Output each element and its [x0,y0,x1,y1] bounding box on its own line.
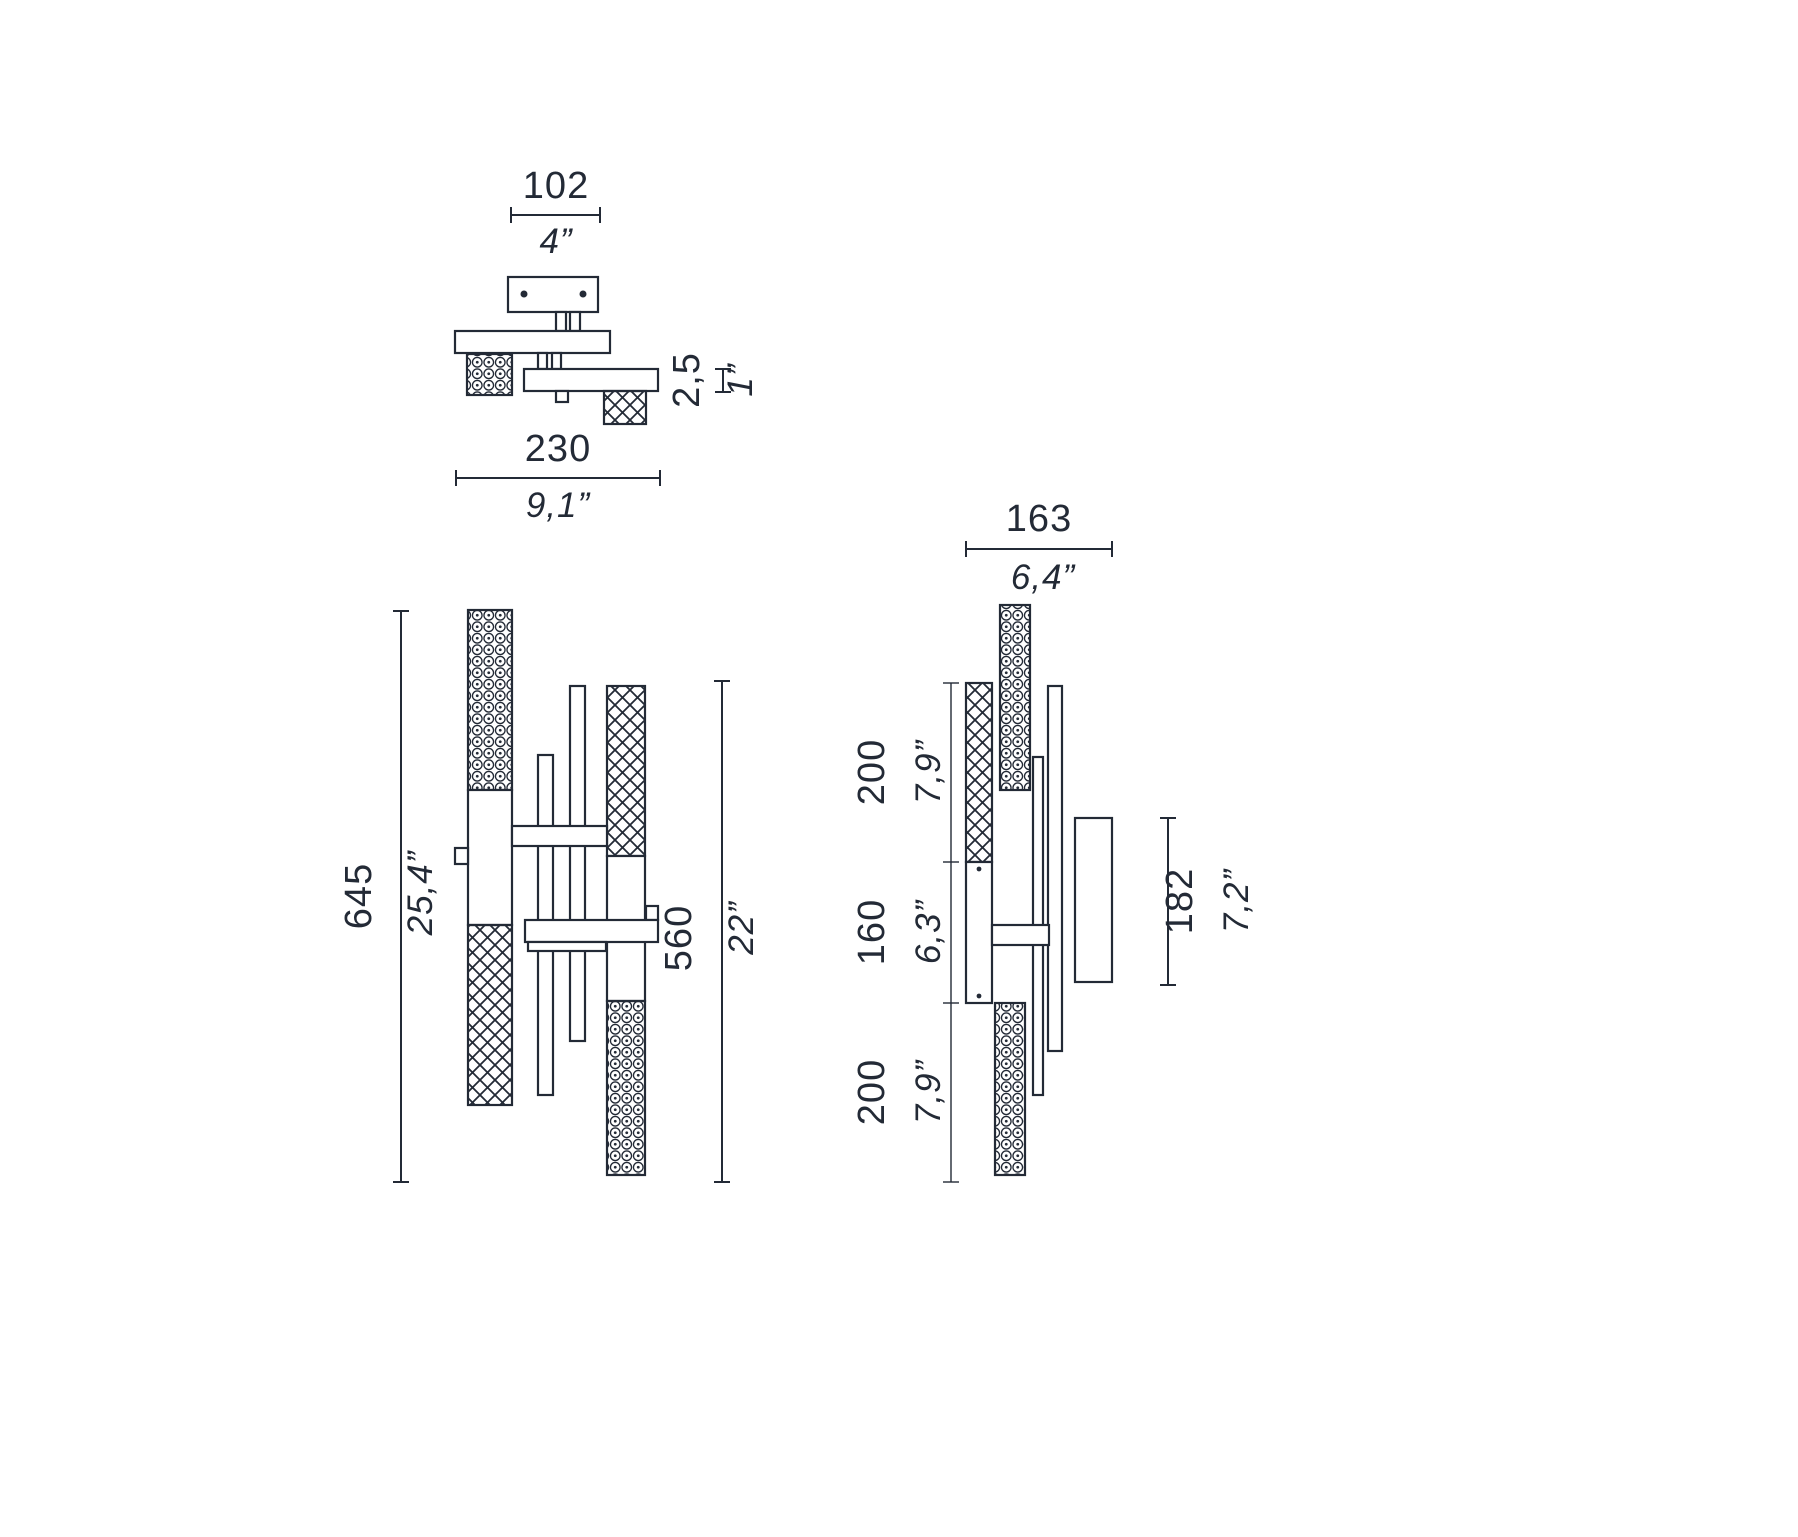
dim-label-22in: 22” [722,901,761,956]
dim-label-1in: 1” [721,363,760,396]
dim-label-102: 102 [523,165,589,207]
top-thickness-dimension: 2,5 1” [666,352,760,408]
stem [554,389,570,404]
side-depth-dimension: 163 6,4” [965,498,1113,597]
dim-label-645: 645 [338,863,380,929]
dim-label-7-9in-bottom: 7,9” [909,1060,948,1125]
left-tube-lattice [466,923,514,1107]
front-body-dimension: 560 22” [658,680,761,1183]
side-backplate [1073,816,1114,984]
top-view: 102 4” 2,5 1” [453,165,760,525]
lattice-element [602,389,648,426]
joint-dot [976,866,982,872]
dim-label-2-5: 2,5 [666,352,708,408]
left-tube-plain [466,788,514,927]
stem [536,351,549,371]
joint-dot [976,993,982,999]
top-width-dimension: 102 4” [510,165,601,261]
stem [568,310,582,333]
dim-label-25-4in: 25,4” [401,850,440,936]
beaded-element [465,352,514,397]
lower-connector-rail [526,940,608,953]
left-tube-beaded [466,608,514,792]
right-tube-beaded [605,999,647,1177]
side-plain-tube [964,860,994,1005]
side-thin-tube [1046,684,1064,1053]
top-total-width-dimension: 230 9,1” [455,428,661,525]
upper-bar [453,329,612,355]
dim-label-7-9in-top: 7,9” [909,740,948,805]
dim-label-4in: 4” [539,222,572,261]
screw-dot [520,290,528,298]
screw-dot [579,290,587,298]
dim-label-182: 182 [1159,868,1201,934]
dim-label-200-bottom: 200 [851,1059,893,1125]
right-stub [644,904,660,922]
lower-bar [522,367,660,393]
stem [550,351,563,371]
dim-label-6-4in: 6,4” [1011,558,1076,597]
lower-connector-bar [523,918,660,944]
upper-connector-bar [510,824,609,848]
dim-label-6-3in: 6,3” [909,900,948,965]
dim-label-160: 160 [851,899,893,965]
center-tube [568,684,587,1043]
dim-label-9-1in: 9,1” [526,486,591,525]
dim-label-7-2in: 7,2” [1217,869,1256,934]
left-stub [453,846,470,866]
side-lattice-tube [964,681,994,864]
stem [554,310,568,333]
dim-label-200-top: 200 [851,739,893,805]
front-height-dimension: 645 25,4” [338,610,440,1183]
front-view: 645 25,4” 560 22” [338,608,761,1183]
side-stacked-dimensions: 200 7,9” 160 6,3” 200 7,9” [851,682,959,1183]
dim-label-560: 560 [658,905,700,971]
side-beaded-bottom [993,1001,1027,1177]
dim-label-230: 230 [525,428,591,470]
side-view: 163 6,4” 200 7,9” 160 6,3” 200 7,9” [851,498,1256,1183]
side-backplate-dimension: 182 7,2” [1159,817,1256,986]
right-tube-lattice [605,684,647,858]
side-connector-bar [990,923,1051,947]
dim-label-163: 163 [1006,498,1072,540]
side-beaded-top [998,603,1032,792]
